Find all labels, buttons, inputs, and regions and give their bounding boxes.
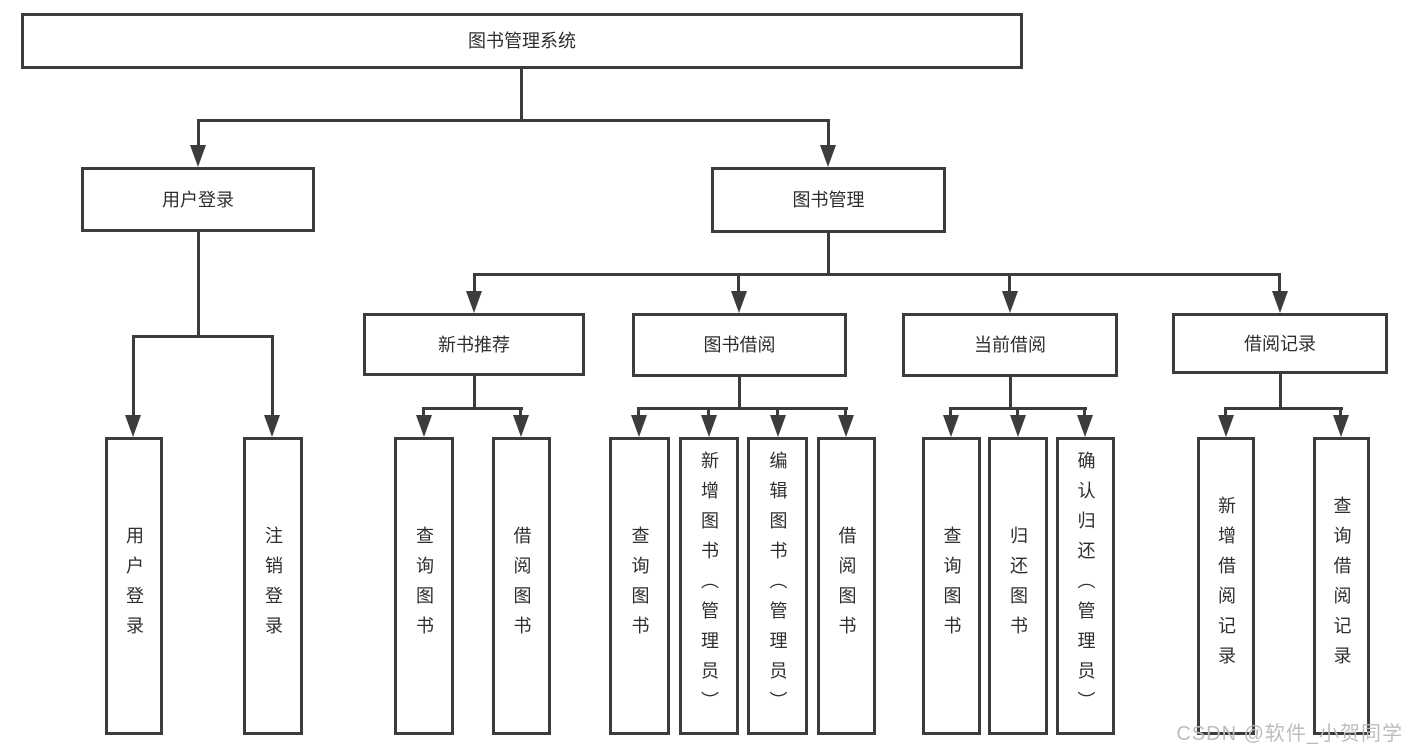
connector-br-rail	[1225, 407, 1343, 410]
leaf-nbr-query-books: 查询图书	[394, 437, 454, 735]
leaf-cb-return-books: 归还图书	[988, 437, 1048, 735]
connector-bb-drop-3	[776, 407, 779, 420]
arrow-down-icon	[513, 415, 529, 437]
connector-bookmgmt-drop-3	[1008, 273, 1011, 295]
arrow-down-icon	[1333, 415, 1349, 437]
arrow-down-icon	[125, 415, 141, 437]
arrow-down-icon	[943, 415, 959, 437]
connector-cb-stem	[1009, 377, 1012, 407]
connector-root-drop-right	[827, 119, 830, 149]
node-book-borrowing: 图书借阅	[632, 313, 847, 377]
node-user-login: 用户登录	[81, 167, 315, 232]
connector-cb-drop-1	[949, 407, 952, 420]
connector-cb-drop-2	[1016, 407, 1019, 420]
arrow-down-icon	[631, 415, 647, 437]
csdn-watermark: CSDN @软件_小贺同学	[1176, 723, 1403, 745]
arrow-down-icon	[838, 415, 854, 437]
leaf-br-add-record: 新增借阅记录	[1197, 437, 1255, 735]
connector-bb-drop-4	[844, 407, 847, 420]
connector-bb-drop-2	[707, 407, 710, 420]
leaf-cb-query-books: 查询图书	[922, 437, 981, 735]
connector-userlogin-drop-2	[271, 335, 274, 419]
leaf-user-login: 用户登录	[105, 437, 163, 735]
leaf-br-query-record: 查询借阅记录	[1313, 437, 1370, 735]
connector-br-drop-2	[1339, 407, 1342, 420]
connector-nbr-stem	[473, 376, 476, 407]
node-root-library-system: 图书管理系统	[21, 13, 1023, 69]
arrow-down-icon	[466, 291, 482, 313]
leaf-nbr-borrow-books: 借阅图书	[492, 437, 551, 735]
leaf-bb-query-books: 查询图书	[609, 437, 670, 735]
arrow-down-icon	[701, 415, 717, 437]
connector-cb-drop-3	[1083, 407, 1086, 420]
arrow-down-icon	[264, 415, 280, 437]
leaf-cb-confirm-return-admin: 确认归还（管理员）	[1056, 437, 1115, 735]
connector-nbr-drop-1	[422, 407, 425, 420]
connector-bookmgmt-rail	[473, 273, 1281, 276]
connector-bookmgmt-drop-4	[1278, 273, 1281, 295]
node-borrowing-records: 借阅记录	[1172, 313, 1388, 374]
arrow-down-icon	[1010, 415, 1026, 437]
arrow-down-icon	[820, 145, 836, 167]
connector-userlogin-drop-1	[132, 335, 135, 419]
node-current-borrowing: 当前借阅	[902, 313, 1118, 377]
connector-root-rail	[197, 119, 830, 122]
connector-bookmgmt-drop-2	[737, 273, 740, 295]
arrow-down-icon	[416, 415, 432, 437]
arrow-down-icon	[1218, 415, 1234, 437]
connector-bb-drop-1	[637, 407, 640, 420]
leaf-logout: 注销登录	[243, 437, 303, 735]
arrow-down-icon	[1002, 291, 1018, 313]
node-book-management: 图书管理	[711, 167, 946, 233]
connector-nbr-drop-2	[519, 407, 522, 420]
connector-br-drop-1	[1224, 407, 1227, 420]
connector-br-stem	[1279, 374, 1282, 407]
connector-bb-stem	[738, 377, 741, 407]
connector-nbr-rail	[423, 407, 523, 410]
arrow-down-icon	[190, 145, 206, 167]
leaf-bb-add-books-admin: 新增图书（管理员）	[679, 437, 739, 735]
leaf-bb-borrow-books: 借阅图书	[817, 437, 876, 735]
connector-root-stem	[520, 69, 523, 119]
connector-bookmgmt-stem	[827, 233, 830, 273]
arrow-down-icon	[770, 415, 786, 437]
node-new-book-recommend: 新书推荐	[363, 313, 585, 376]
connector-bb-rail	[638, 407, 848, 410]
leaf-bb-edit-books-admin: 编辑图书（管理员）	[747, 437, 808, 735]
connector-root-drop-left	[197, 119, 200, 149]
connector-bookmgmt-drop-1	[473, 273, 476, 295]
arrow-down-icon	[1077, 415, 1093, 437]
connector-userlogin-stem	[197, 232, 200, 335]
arrow-down-icon	[731, 291, 747, 313]
connector-userlogin-rail	[132, 335, 274, 338]
arrow-down-icon	[1272, 291, 1288, 313]
